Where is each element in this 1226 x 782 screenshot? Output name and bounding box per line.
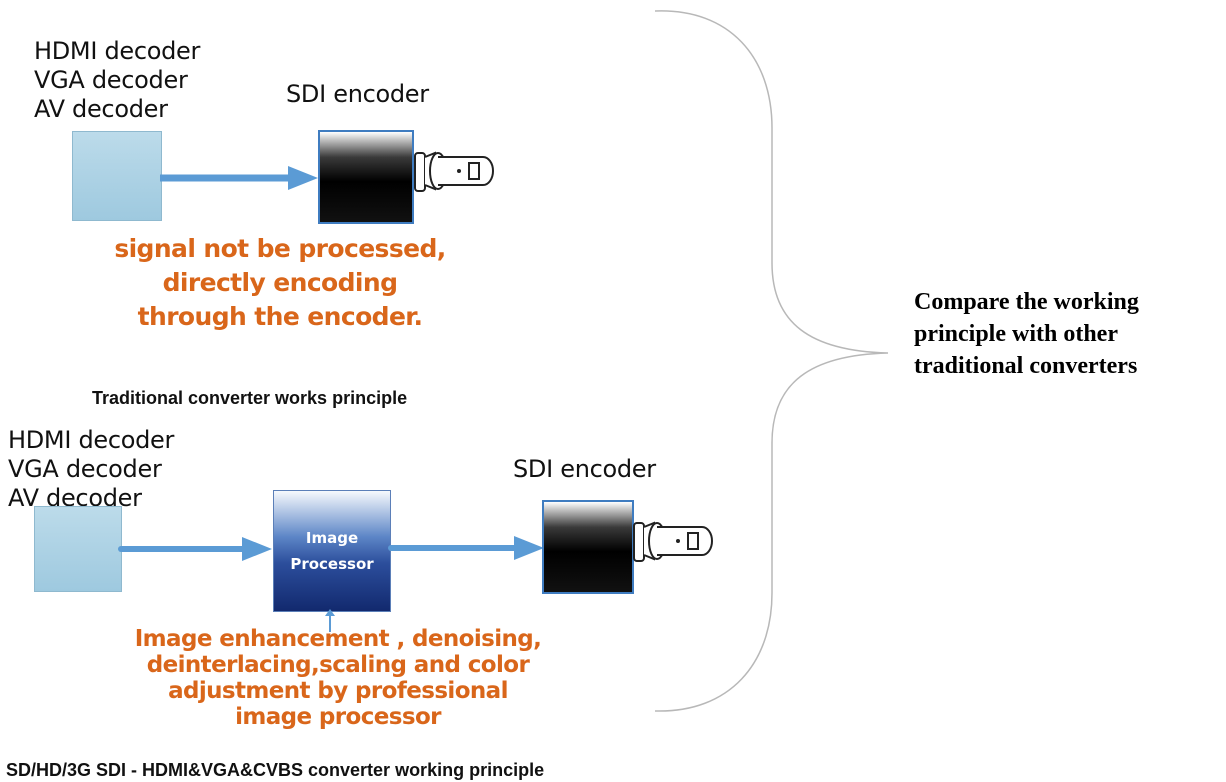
bottom-note-line-2: deinterlacing,scaling and color [146, 652, 530, 678]
top-decoder-labels: HDMI decoder VGA decoder AV decoder [34, 37, 200, 124]
top-decoder-label-av: AV decoder [34, 95, 168, 123]
top-decoder-label-vga: VGA decoder [34, 66, 188, 94]
bnc-connector-icon [633, 521, 713, 562]
bottom-decoder-box [34, 506, 122, 592]
top-note-line-3: through the encoder. [137, 302, 423, 331]
top-encoder-label: SDI encoder [286, 80, 429, 108]
side-text-line-3: traditional converters [914, 353, 1138, 379]
curly-brace-divider [654, 10, 889, 712]
bottom-decoder-label-vga: VGA decoder [8, 455, 162, 483]
bottom-note-line-3: adjustment by professional [168, 678, 508, 704]
bottom-note-line-1: Image enhancement , denoising, [134, 626, 542, 652]
bottom-encoder-label: SDI encoder [513, 455, 656, 483]
bnc-connector-icon [414, 151, 494, 192]
side-text-line-1: Compare the working [914, 289, 1139, 315]
image-processor-box: Image Processor [273, 490, 391, 612]
top-sdi-encoder-box [318, 130, 414, 224]
processor-label-line-2: Processor [290, 555, 374, 573]
bottom-sdi-encoder-box [542, 500, 634, 594]
comparison-side-text: Compare the working principle with other… [914, 286, 1139, 382]
top-note-line-2: directly encoding [162, 268, 398, 297]
top-processing-note: signal not be processed, directly encodi… [110, 232, 450, 334]
bottom-decoder-label-hdmi: HDMI decoder [8, 426, 175, 454]
bottom-decoder-labels: HDMI decoder VGA decoder AV decoder [8, 426, 174, 513]
bottom-processor-to-encoder-arrow [388, 536, 544, 560]
bottom-caption: SD/HD/3G SDI - HDMI&VGA&CVBS converter w… [6, 760, 545, 780]
top-note-line-1: signal not be processed, [114, 234, 446, 263]
top-decoder-box [72, 131, 162, 221]
top-decoder-label-hdmi: HDMI decoder [34, 37, 201, 65]
processor-input-arrow [325, 609, 335, 632]
processor-label-line-1: Image [305, 529, 359, 547]
top-caption: Traditional converter works principle [92, 388, 408, 408]
bottom-note-line-4: image processor [235, 704, 441, 730]
top-decoder-to-encoder-arrow [160, 166, 318, 190]
side-text-line-2: principle with other [914, 321, 1118, 347]
bottom-processing-note: Image enhancement , denoising, deinterla… [128, 626, 548, 730]
bottom-decoder-to-processor-arrow [118, 537, 272, 561]
